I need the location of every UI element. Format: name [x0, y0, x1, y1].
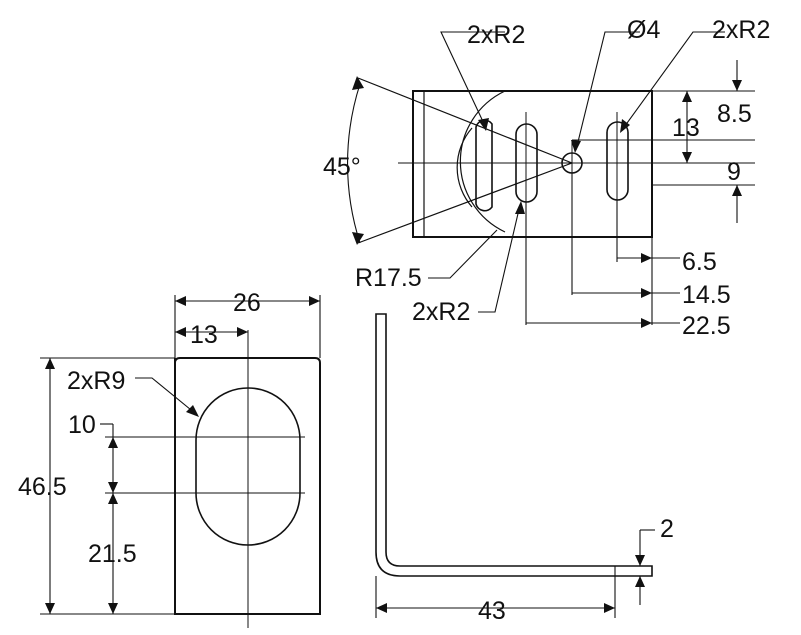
label-10: 10 [68, 411, 96, 439]
label-46-5: 46.5 [18, 473, 67, 501]
label-43: 43 [478, 597, 506, 625]
l-bracket-profile [375, 313, 653, 577]
arrow-2-top [635, 555, 645, 566]
arrow-22-5 [641, 318, 652, 328]
front-view [40, 295, 321, 628]
arrow-46-5-top [45, 358, 55, 369]
label-2xr2-top-left: 2xR2 [467, 21, 525, 49]
arrow-13f-right [237, 327, 248, 337]
leader-arrow-dia-4 [571, 140, 581, 153]
top-plate-outline [412, 90, 653, 238]
arrow-26-right [309, 296, 320, 306]
label-hole-dia: Ø4 [627, 16, 660, 44]
label-8-5: 8.5 [717, 100, 752, 128]
arrow-13-bottom [682, 152, 692, 163]
leader-arrow-2xR2-left [478, 118, 489, 131]
arrow-46-5-bottom [45, 603, 55, 614]
leader-arrow-2xR2-bottom [515, 201, 525, 214]
angle-line-lower [357, 162, 573, 244]
label-13-top: 13 [672, 114, 700, 142]
arrow-14-5 [641, 288, 652, 298]
label-14-5: 14.5 [682, 281, 731, 309]
arrow-26-left [175, 296, 186, 306]
leader-dia-4 [575, 31, 640, 151]
arrow-10-top [108, 437, 118, 448]
leader-2xR9 [135, 377, 197, 415]
top-view [347, 31, 755, 328]
front-plate-outline [174, 357, 321, 615]
arrow-9 [732, 185, 742, 196]
label-angle: 45° [323, 153, 361, 181]
side-view [375, 313, 655, 618]
leader-R17-5 [428, 229, 498, 279]
angle-arrow-bottom [352, 232, 364, 245]
arrow-43-right [604, 603, 615, 613]
label-21-5: 21.5 [88, 540, 137, 568]
label-26: 26 [233, 289, 261, 317]
angle-arrow-top [352, 76, 364, 90]
label-22-5: 22.5 [682, 312, 731, 340]
leader-arrow-2xR2-right [620, 119, 630, 133]
leader-arrow-2xR9 [186, 405, 199, 417]
label-r17-5: R17.5 [355, 264, 422, 292]
arrow-43-left [376, 603, 387, 613]
leader-2xR2-right [621, 31, 725, 131]
arrow-13f-left [175, 327, 186, 337]
arrow-2-bottom [635, 576, 645, 587]
label-6-5: 6.5 [682, 248, 717, 276]
leader-2xR2-bottom [478, 204, 521, 313]
label-9: 9 [727, 158, 741, 186]
label-2: 2 [660, 515, 674, 543]
arc-slot-inner [456, 127, 473, 208]
label-2xr9: 2xR9 [67, 367, 125, 395]
arrow-21-5-bottom [108, 603, 118, 614]
arrow-10-bottom [108, 482, 118, 493]
leader-2xR2-left [440, 31, 505, 129]
label-2xr2-top-right: 2xR2 [712, 16, 770, 44]
angle-line-upper [357, 77, 573, 164]
angle-arc [347, 83, 361, 244]
arrow-21-5-top [108, 493, 118, 504]
arrow-8-5-top [732, 80, 742, 91]
label-13-front: 13 [190, 321, 218, 349]
arrow-6-5 [641, 253, 652, 263]
arc-slot-end [475, 119, 493, 212]
arrow-13-top [682, 91, 692, 102]
arc-slot-outer [459, 90, 506, 233]
dimension-labels: 2xR2 Ø4 2xR2 45° 8.5 13 9 R17.5 2xR2 6.5… [18, 16, 770, 625]
label-2xr2-bottom: 2xR2 [412, 298, 470, 326]
